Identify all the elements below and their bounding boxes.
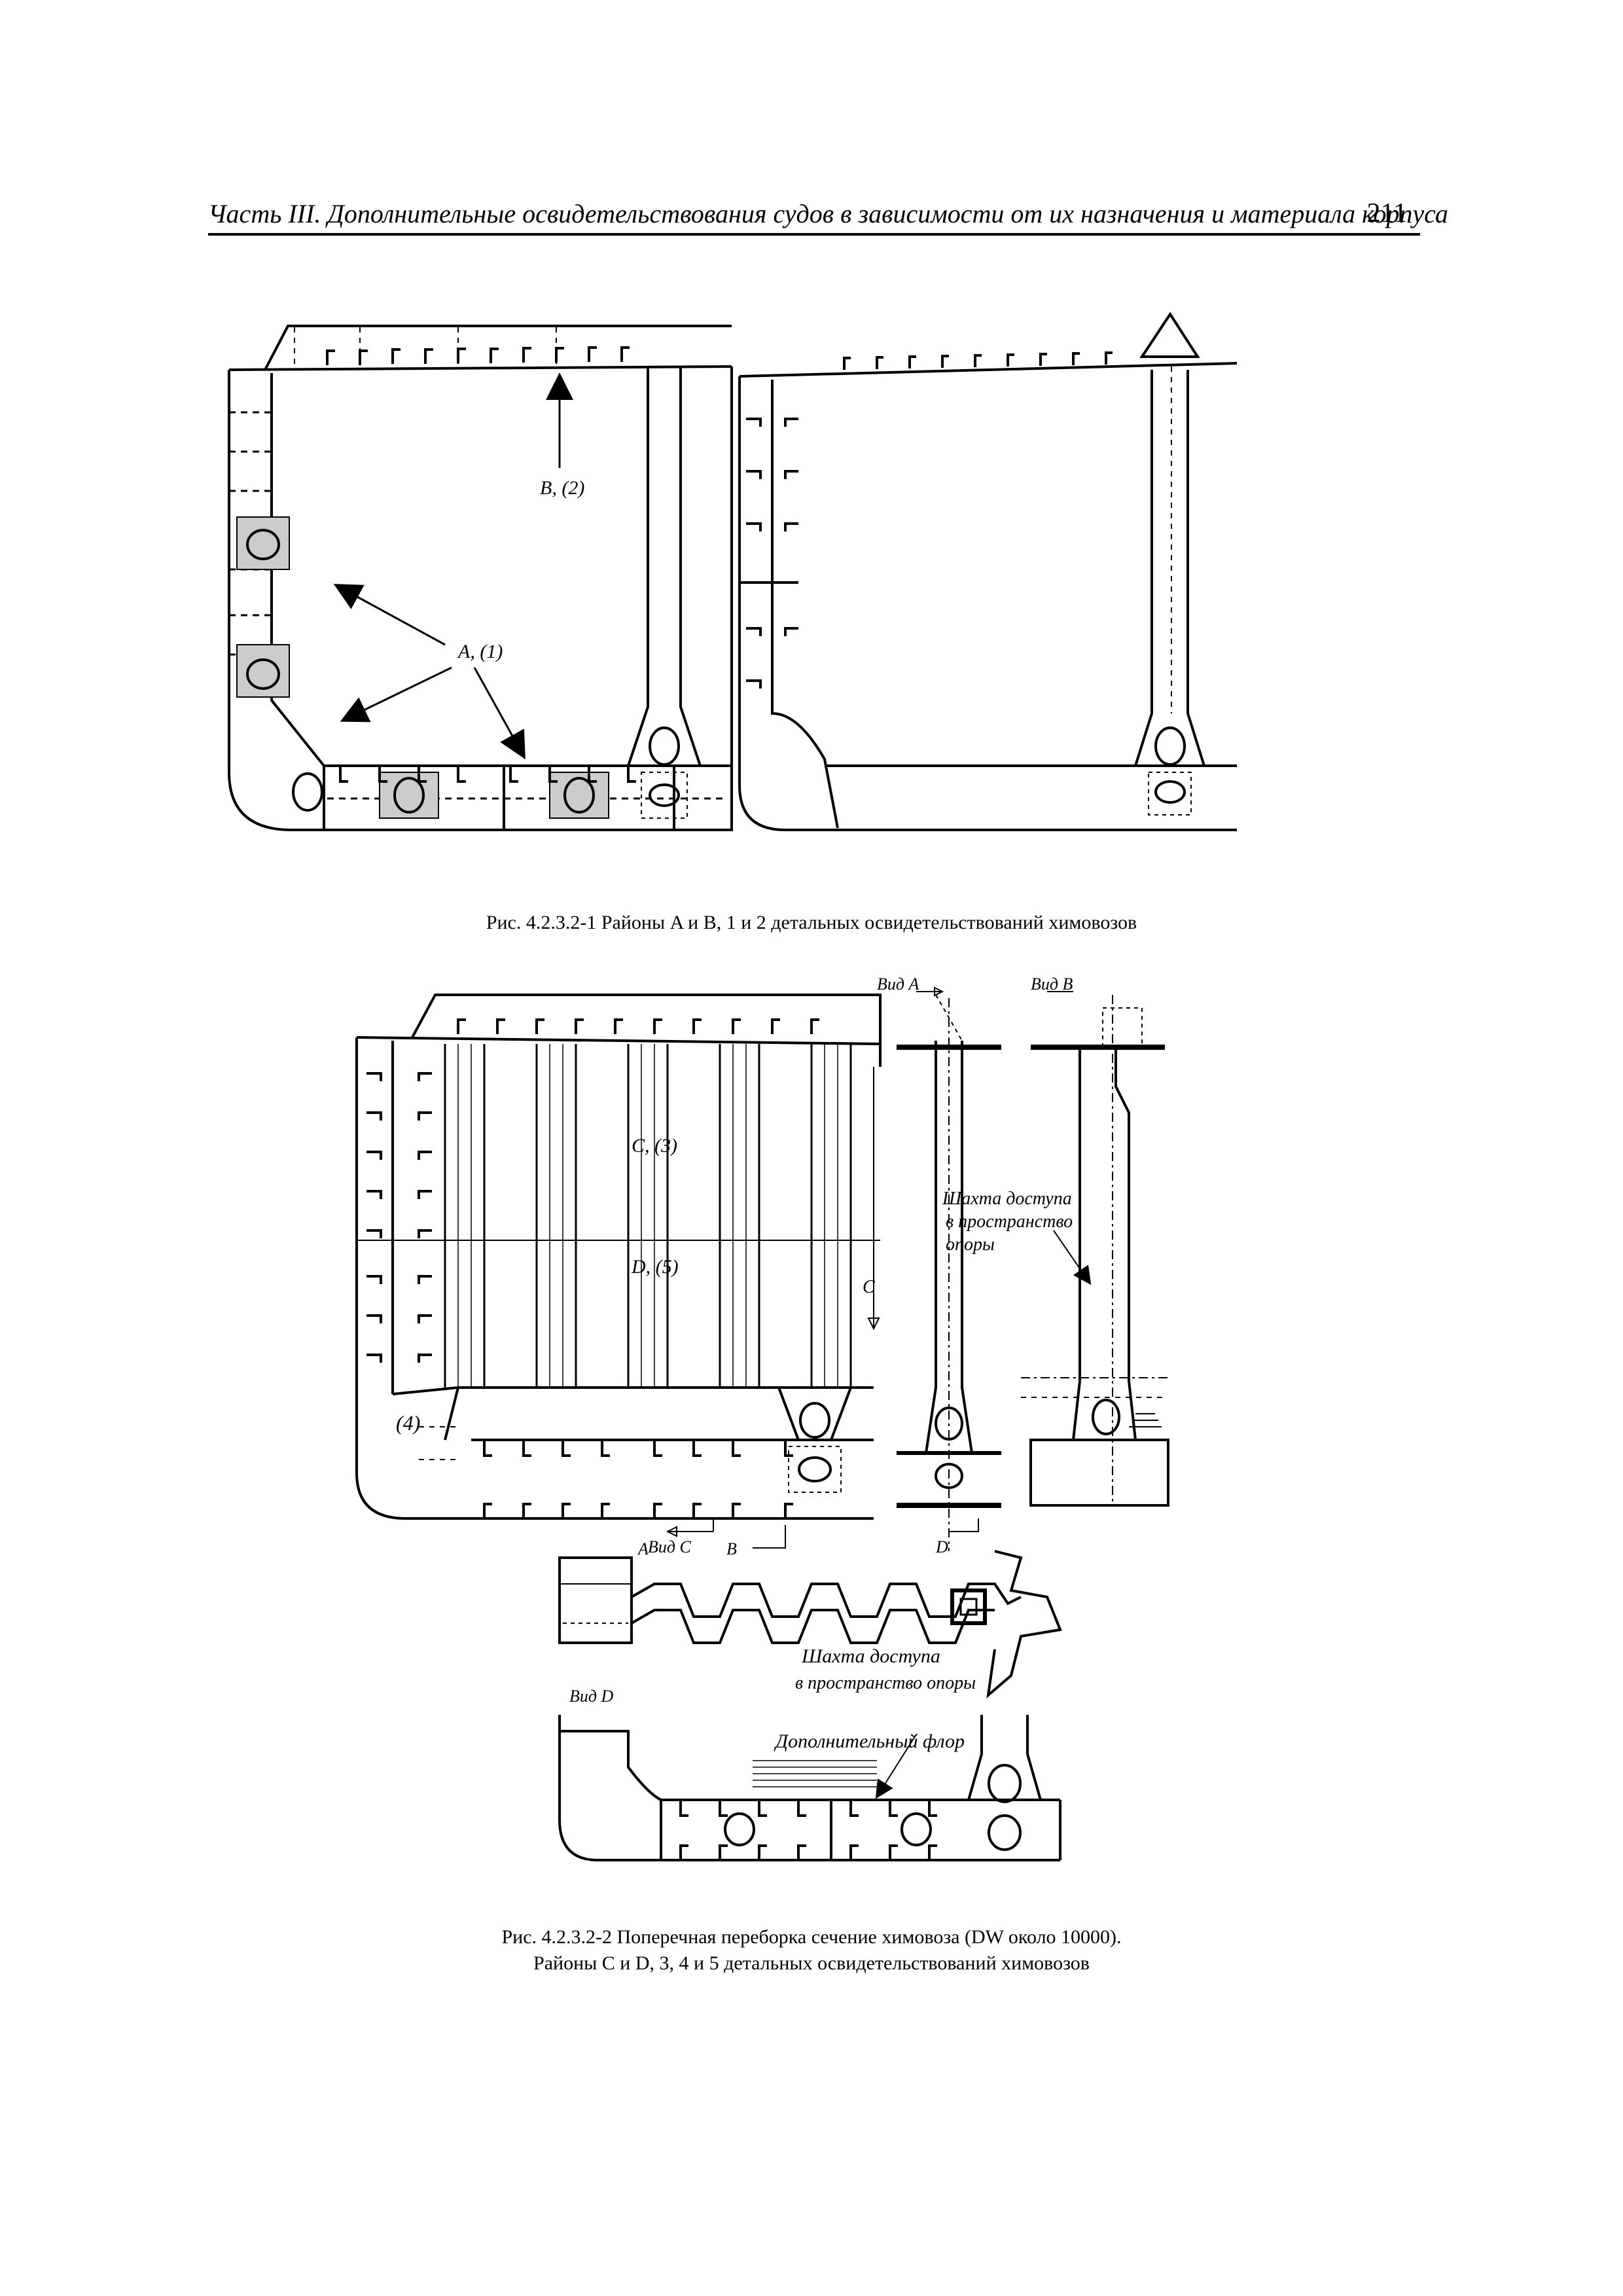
- figure2-section-c: C: [863, 1277, 875, 1297]
- running-header-title: Часть III. Дополнительные освидетельство…: [208, 199, 1448, 228]
- figure2-label-c: C, (3): [632, 1135, 677, 1157]
- figure1-right-section: [738, 312, 1238, 831]
- figure2-view-a: [897, 986, 1001, 1551]
- running-header: Часть III. Дополнительные освидетельство…: [208, 196, 1448, 236]
- page-number: 211: [1366, 198, 1407, 228]
- figure2-extra-floor: Дополнительный флор: [774, 1731, 965, 1752]
- figure1-caption: Рис. 4.2.3.2-1 Районы A и B, 1 и 2 детал…: [486, 912, 1137, 933]
- figure2-drawing: [355, 986, 1171, 1861]
- figure2-section-a: A: [637, 1539, 649, 1558]
- figure2-view-c: [558, 1550, 1062, 1698]
- figure2-caption-line2: Районы C и D, 3, 4 и 5 детальных освидет…: [533, 1952, 1090, 1974]
- header-rule: [208, 233, 1420, 236]
- figure2-shaft-note-3: опоры: [946, 1234, 995, 1255]
- figure2-section-d: D: [935, 1537, 948, 1556]
- figure2-section-b: B: [726, 1539, 737, 1558]
- figure2-label-d: D, (5): [631, 1256, 679, 1278]
- figure2-bulkhead: [355, 994, 882, 1549]
- figure2-view-d: [558, 1715, 1061, 1861]
- figure2-shaft-note-1: Шахта доступа: [942, 1189, 1072, 1209]
- figure1-label-a: A, (1): [457, 641, 503, 662]
- figure2-view-b-label: Вид B: [1031, 975, 1073, 994]
- figure2-shaft-note-2: в пространство: [946, 1211, 1073, 1232]
- figure2-view-b: [1021, 991, 1171, 1507]
- figure2-label-4: (4): [396, 1411, 420, 1435]
- figure1-arrows: [333, 372, 573, 760]
- figure2-view-d-label: Вид D: [569, 1687, 614, 1706]
- figure2-view-a-label: Вид A: [877, 975, 919, 994]
- figure1-left-section: [228, 325, 733, 831]
- figure1-drawing: [228, 312, 1238, 831]
- figure2-caption-line1: Рис. 4.2.3.2-2 Поперечная переборка сече…: [501, 1926, 1122, 1948]
- figure2-shaft-c-1: Шахта доступа: [801, 1645, 940, 1667]
- figure2-view-c-label: Вид C: [648, 1537, 692, 1556]
- figure2-shaft-c-2: в пространство опоры: [795, 1673, 976, 1693]
- figure1-label-b: B, (2): [540, 477, 584, 499]
